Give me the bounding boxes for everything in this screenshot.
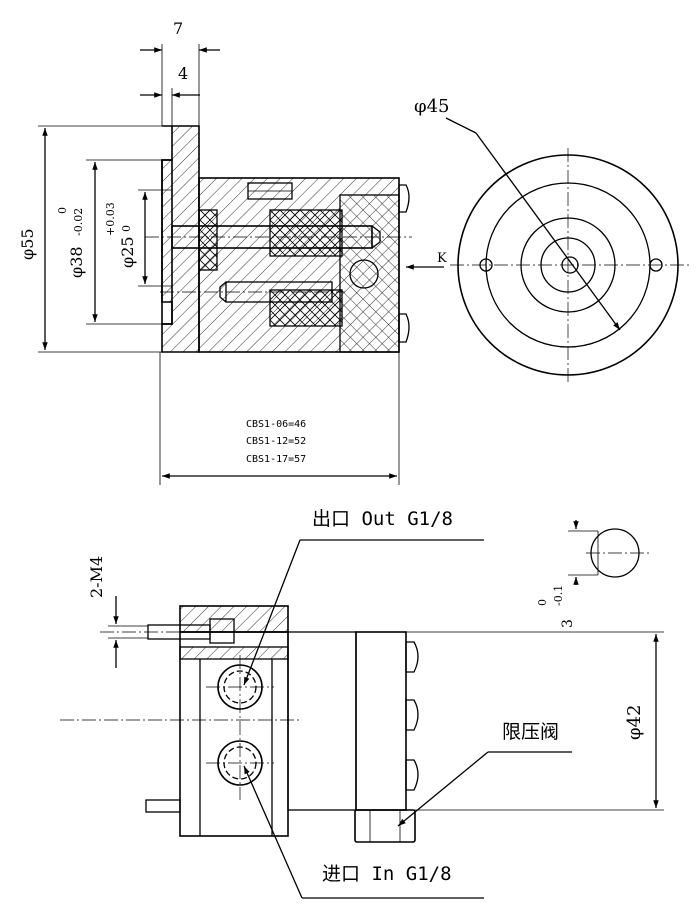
m4-screw-head bbox=[209, 618, 235, 644]
dim-phi42: φ42 bbox=[624, 704, 645, 740]
bolt-head-bottom bbox=[398, 313, 410, 343]
dim-key-lower: -0.1 bbox=[552, 585, 565, 606]
dim-left: φ55 φ38 0 -0.02 φ25 +0.03 0 bbox=[18, 125, 172, 353]
side-strip bbox=[179, 646, 289, 660]
bolt-head-top bbox=[398, 184, 410, 213]
relief-valve-label: 限压阀 bbox=[502, 721, 559, 743]
dim-phi38: φ38 bbox=[67, 246, 86, 278]
pump-cover bbox=[287, 631, 357, 811]
outlet-label: 出口 Out G1/8 bbox=[312, 508, 453, 530]
view-k-label: K bbox=[437, 251, 447, 266]
section-view: K bbox=[145, 125, 447, 353]
gear-lower bbox=[269, 289, 343, 327]
inlet-label: 进口 In G1/8 bbox=[322, 863, 452, 885]
dim-phi25-lower: 0 bbox=[120, 225, 133, 232]
end-view: φ45 bbox=[414, 96, 690, 385]
dim-key-upper: 0 bbox=[536, 599, 549, 606]
dim-7: 7 bbox=[173, 19, 183, 38]
length-cbs1-12: CBS1-12=52 bbox=[246, 436, 306, 447]
length-cbs1-17: CBS1-17=57 bbox=[246, 454, 306, 465]
side-bolt-2 bbox=[405, 699, 419, 731]
dim-phi25: φ25 bbox=[118, 236, 137, 268]
relief-valve-nut bbox=[354, 809, 416, 843]
gear-upper bbox=[269, 209, 343, 257]
dim-length: CBS1-06=46 CBS1-12=52 CBS1-17=57 bbox=[159, 352, 400, 485]
side-view: 2-M4 φ42 3 0 -0.1 出口 Out G1/8 进口 In G1/8… bbox=[60, 508, 664, 899]
dim-key-base: 3 bbox=[560, 619, 576, 628]
length-cbs1-06: CBS1-06=46 bbox=[246, 419, 306, 430]
side-bolt-3 bbox=[405, 759, 419, 791]
dim-phi25-upper: +0.03 bbox=[104, 202, 117, 236]
end-cap bbox=[339, 194, 400, 353]
pump-housing bbox=[355, 631, 407, 811]
ball bbox=[349, 259, 379, 289]
dim-m4: 2-M4 bbox=[87, 556, 106, 598]
shaft-stub bbox=[145, 799, 181, 813]
dim-top: 7 4 bbox=[140, 19, 220, 160]
side-bolt-1 bbox=[405, 641, 419, 673]
dim-phi38-lower: -0.02 bbox=[72, 208, 85, 236]
seal bbox=[198, 209, 218, 271]
dim-phi55: φ55 bbox=[18, 228, 37, 260]
dim-4: 4 bbox=[178, 64, 188, 83]
dim-phi45: φ45 bbox=[414, 96, 450, 117]
dim-phi38-upper: 0 bbox=[56, 207, 69, 214]
